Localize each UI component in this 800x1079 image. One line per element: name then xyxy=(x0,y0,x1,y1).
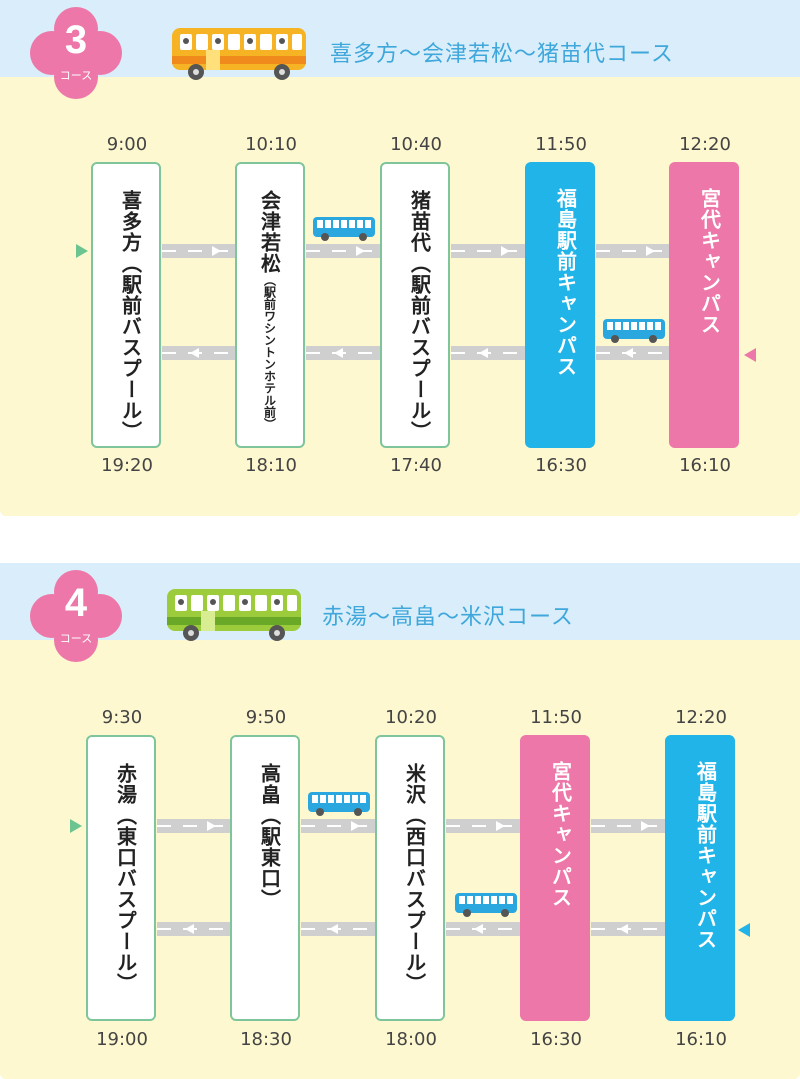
road-outbound xyxy=(446,819,520,833)
start-marker-icon xyxy=(76,244,88,258)
course-title: 喜多方〜会津若松〜猪苗代コース xyxy=(330,42,674,67)
stop-card-campus: 福島駅前キャンパス xyxy=(525,162,595,448)
return-time: 16:30 xyxy=(530,1029,582,1050)
course-3-header xyxy=(0,0,800,77)
bus-icon xyxy=(167,589,301,641)
stop-name: 宮代キャンパス xyxy=(548,761,573,908)
return-time: 19:20 xyxy=(101,455,153,476)
course-title: 赤湯〜高畠〜米沢コース xyxy=(322,605,574,630)
road-return xyxy=(162,346,236,360)
road-outbound xyxy=(596,244,670,258)
stop-name: 赤湯（東口バスプール） xyxy=(113,763,138,994)
stop-name: 米沢（西口バスプール） xyxy=(402,763,427,994)
return-time: 16:10 xyxy=(675,1029,727,1050)
flower-badge-icon: 4 コース xyxy=(28,568,124,664)
road-return xyxy=(306,346,380,360)
road-return xyxy=(157,922,231,936)
arrow-right-icon xyxy=(351,821,360,831)
course-4-section: 4 コース 赤湯〜高畠〜米沢コース 9:30 9:50 10:20 11:50 … xyxy=(0,563,800,1079)
arrow-right-icon xyxy=(356,246,365,256)
road-outbound xyxy=(301,819,375,833)
stop-name: 高畠（駅東口） xyxy=(257,763,282,910)
road-outbound xyxy=(162,244,236,258)
arrow-left-icon xyxy=(624,348,633,358)
road-return xyxy=(446,922,520,936)
stop-name: 会津若松 xyxy=(257,190,282,274)
mini-bus-icon xyxy=(308,792,370,816)
arrow-left-icon xyxy=(185,924,194,934)
stop-name: 猪苗代（駅前バスプール） xyxy=(407,190,432,442)
arrow-left-icon xyxy=(619,924,628,934)
stop-card: 会津若松（駅前ワシントンホテル前） xyxy=(235,162,305,448)
course-label: コース xyxy=(59,69,93,82)
depart-time: 9:50 xyxy=(245,707,287,728)
return-time: 16:10 xyxy=(679,455,731,476)
road-outbound xyxy=(157,819,231,833)
road-return xyxy=(596,346,670,360)
course-number: 4 xyxy=(64,581,88,625)
flower-badge-icon: 3 コース xyxy=(28,5,124,101)
stop-card: 米沢（西口バスプール） xyxy=(375,735,445,1021)
mini-bus-icon xyxy=(455,893,517,917)
road-outbound xyxy=(451,244,525,258)
road-outbound xyxy=(306,244,380,258)
bus-icon xyxy=(172,28,306,80)
stop-name: 宮代キャンパス xyxy=(697,188,722,335)
stop-name: 喜多方（駅前バスプール） xyxy=(118,190,143,442)
stop-name: 福島駅前キャンパス xyxy=(553,188,578,377)
mini-bus-icon xyxy=(603,319,665,343)
depart-time: 11:50 xyxy=(530,707,582,728)
return-time: 19:00 xyxy=(96,1029,148,1050)
depart-time: 10:20 xyxy=(385,707,437,728)
stop-sub-name: （駅前ワシントンホテル前） xyxy=(262,274,277,430)
depart-time: 12:20 xyxy=(675,707,727,728)
stop-card: 猪苗代（駅前バスプール） xyxy=(380,162,450,448)
return-time: 18:00 xyxy=(385,1029,437,1050)
arrow-left-icon xyxy=(334,348,343,358)
return-time: 16:30 xyxy=(535,455,587,476)
arrow-right-icon xyxy=(646,246,655,256)
road-return xyxy=(301,922,375,936)
arrow-left-icon xyxy=(329,924,338,934)
stop-card: 高畠（駅東口） xyxy=(230,735,300,1021)
depart-time: 10:40 xyxy=(390,134,442,155)
start-marker-icon xyxy=(70,819,82,833)
stop-card-campus: 福島駅前キャンパス xyxy=(665,735,735,1021)
mini-bus-icon xyxy=(313,217,375,241)
arrow-right-icon xyxy=(501,246,510,256)
course-label: コース xyxy=(59,632,93,645)
course-number: 3 xyxy=(64,18,88,62)
arrow-right-icon xyxy=(207,821,216,831)
arrow-left-icon xyxy=(479,348,488,358)
depart-time: 12:20 xyxy=(679,134,731,155)
stop-card-campus: 宮代キャンパス xyxy=(669,162,739,448)
depart-time: 11:50 xyxy=(535,134,587,155)
arrow-right-icon xyxy=(496,821,505,831)
arrow-right-icon xyxy=(212,246,221,256)
arrow-right-icon xyxy=(641,821,650,831)
stop-name-group: 会津若松（駅前ワシントンホテル前） xyxy=(256,190,285,430)
return-time: 18:30 xyxy=(240,1029,292,1050)
stop-name: 福島駅前キャンパス xyxy=(693,761,718,950)
course-3-section: 3 コース 喜多方〜会津若松〜猪苗代コース 9:00 10:10 10:40 1… xyxy=(0,0,800,516)
depart-time: 9:00 xyxy=(106,134,148,155)
return-time: 17:40 xyxy=(390,455,442,476)
stop-card-campus: 宮代キャンパス xyxy=(520,735,590,1021)
road-return xyxy=(591,922,665,936)
arrow-left-icon xyxy=(474,924,483,934)
start-marker-icon xyxy=(744,348,756,362)
arrow-left-icon xyxy=(190,348,199,358)
road-return xyxy=(451,346,525,360)
course-4-header xyxy=(0,563,800,640)
road-outbound xyxy=(591,819,665,833)
depart-time: 10:10 xyxy=(245,134,297,155)
stop-card: 喜多方（駅前バスプール） xyxy=(91,162,161,448)
depart-time: 9:30 xyxy=(101,707,143,728)
start-marker-icon xyxy=(738,923,750,937)
stop-card: 赤湯（東口バスプール） xyxy=(86,735,156,1021)
return-time: 18:10 xyxy=(245,455,297,476)
